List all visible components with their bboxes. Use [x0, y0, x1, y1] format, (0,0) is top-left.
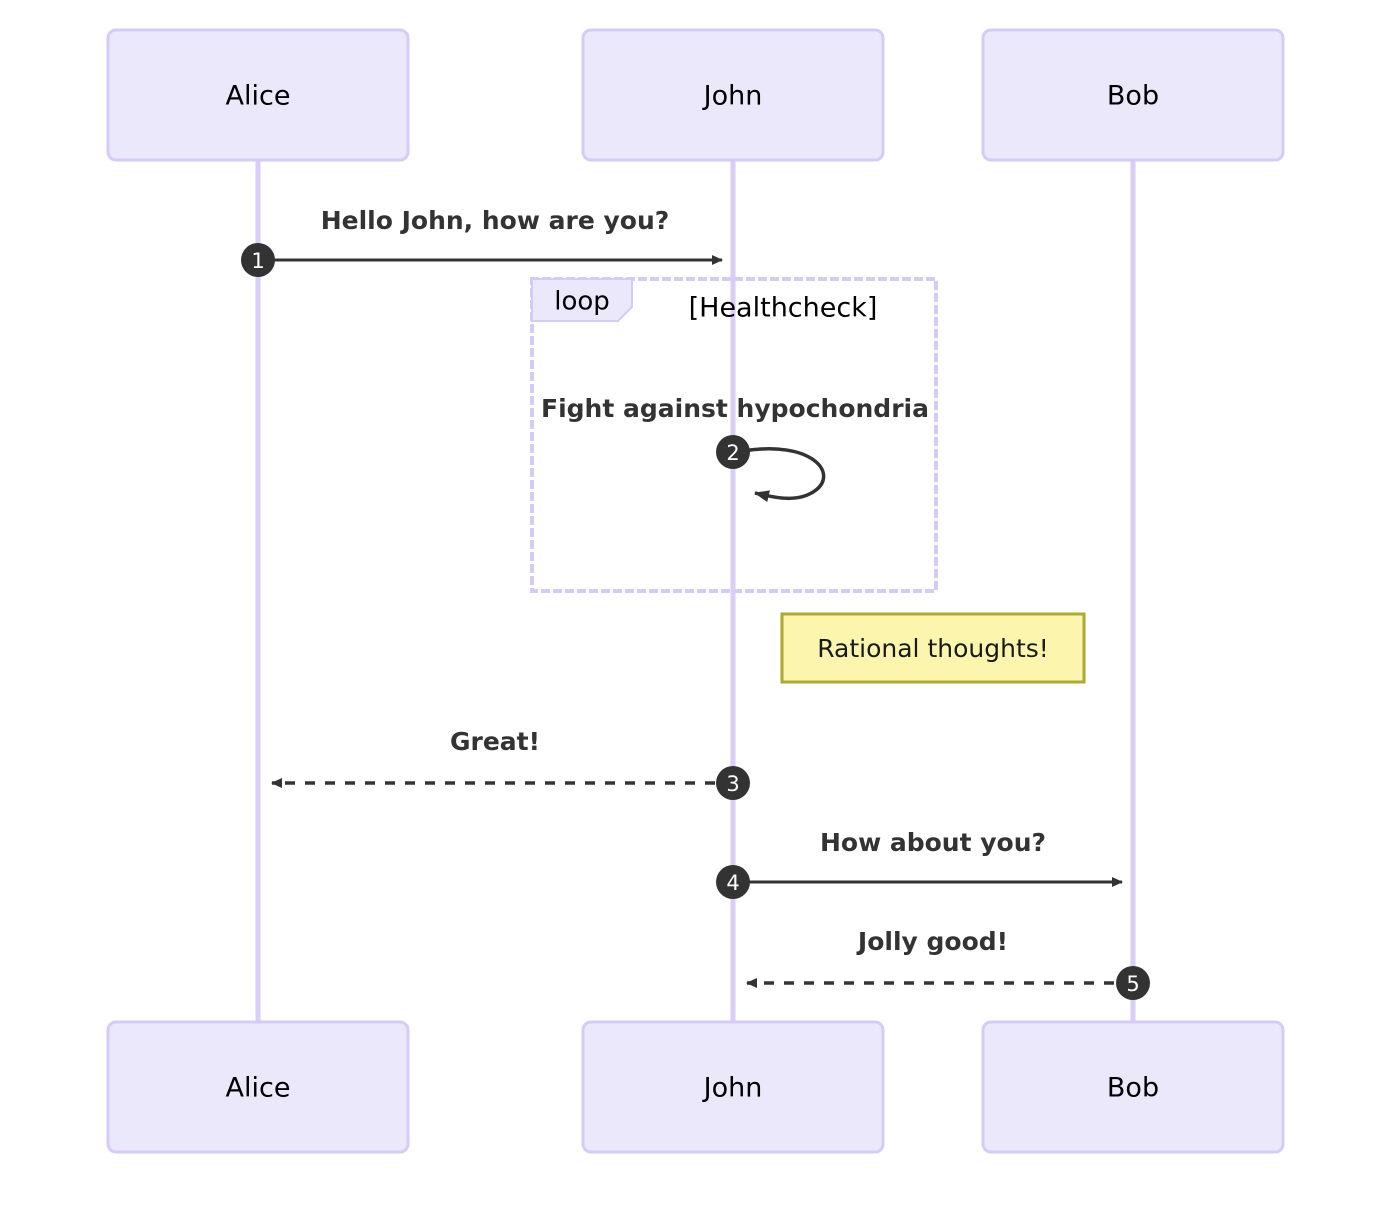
message-2-sequence-number: 2: [726, 441, 739, 465]
loop-fragment-title-label: [Healthcheck]: [689, 293, 878, 324]
actor-bob-bottom-label: Bob: [1107, 1073, 1159, 1104]
note-box: [780, 612, 1086, 684]
actor-john-top-label: John: [702, 81, 763, 112]
message-5-label: Jolly good!: [856, 927, 1008, 956]
actor-john-bottom-label: John: [702, 1073, 763, 1104]
message-1-label: Hello John, how are you?: [321, 206, 670, 235]
actor-alice-bottom-label: Alice: [226, 1073, 291, 1104]
lifelines-group: [255, 160, 1136, 1024]
actor-alice-top[interactable]: Alice: [106, 28, 410, 162]
message-2: Fight against hypochondria 2: [541, 394, 929, 503]
message-2-self-arc: [742, 447, 826, 503]
message-4-label: How about you?: [820, 828, 1046, 857]
actor-alice-bottom[interactable]: Alice: [106, 1020, 410, 1154]
loop-fragment-tab: [531, 278, 633, 322]
message-3-sequence-number: 3: [726, 772, 739, 796]
actor-bob-top-box[interactable]: [981, 28, 1285, 162]
message-4: How about you? 4: [716, 828, 1123, 899]
message-3-label: Great!: [450, 727, 540, 756]
message-3-sequence-badge: [716, 766, 750, 800]
actor-john-top-box[interactable]: [581, 28, 885, 162]
fragment-loop-healthcheck: loop [Healthcheck]: [530, 277, 938, 593]
message-1-sequence-number: 1: [251, 249, 264, 273]
note-text: Rational thoughts!: [817, 634, 1049, 663]
actor-john-bottom-box[interactable]: [581, 1020, 885, 1154]
actor-john-bottom[interactable]: John: [581, 1020, 885, 1154]
actor-alice-bottom-box[interactable]: [106, 1020, 410, 1154]
actor-bob-bottom[interactable]: Bob: [981, 1020, 1285, 1154]
actor-alice-top-label: Alice: [226, 81, 291, 112]
actor-bob-bottom-box[interactable]: [981, 1020, 1285, 1154]
message-4-sequence-badge: [716, 865, 750, 899]
actor-boxes-bottom: Alice John Bob: [106, 1020, 1285, 1154]
message-4-sequence-number: 4: [726, 871, 739, 895]
message-1: Hello John, how are you? 1: [241, 206, 723, 277]
message-3: Great! 3: [271, 727, 750, 800]
loop-fragment-box: [530, 277, 938, 593]
actor-alice-top-box[interactable]: [106, 28, 410, 162]
message-1-sequence-badge: [241, 243, 275, 277]
message-2-sequence-badge: [716, 435, 750, 469]
message-2-label: Fight against hypochondria: [541, 394, 929, 423]
loop-fragment-kind-label: loop: [554, 287, 610, 317]
actor-bob-top-label: Bob: [1107, 81, 1159, 112]
actor-bob-top[interactable]: Bob: [981, 28, 1285, 162]
actor-john-top[interactable]: John: [581, 28, 885, 162]
message-5-sequence-number: 5: [1126, 972, 1139, 996]
actor-boxes-top: Alice John Bob: [106, 28, 1285, 162]
note-rational-thoughts: Rational thoughts!: [780, 612, 1086, 684]
message-5: Jolly good! 5: [746, 927, 1150, 1000]
message-5-sequence-badge: [1116, 966, 1150, 1000]
